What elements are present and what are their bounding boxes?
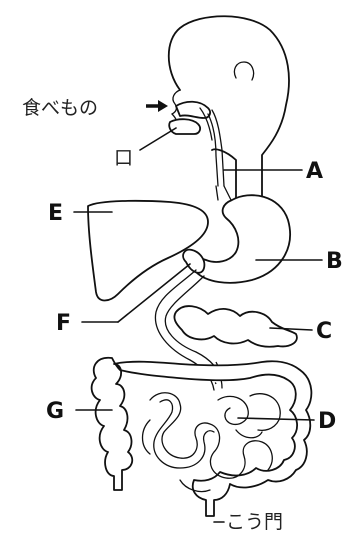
- label-E: E: [48, 201, 63, 226]
- food-arrow-icon: [146, 100, 168, 112]
- anus-label: こう門: [226, 511, 283, 533]
- label-F: F: [56, 311, 71, 336]
- pancreas: [174, 306, 297, 347]
- gallbladder: [183, 250, 204, 273]
- large-intestine: [92, 358, 312, 516]
- mouth-label: 口: [114, 147, 133, 169]
- label-A: A: [306, 159, 323, 184]
- label-B: B: [326, 249, 343, 274]
- food-label: 食べもの: [22, 97, 98, 119]
- stomach: [193, 195, 290, 283]
- label-D: D: [318, 409, 336, 434]
- leader-mouth: [140, 128, 176, 150]
- label-G: G: [46, 399, 64, 424]
- label-C: C: [316, 319, 332, 344]
